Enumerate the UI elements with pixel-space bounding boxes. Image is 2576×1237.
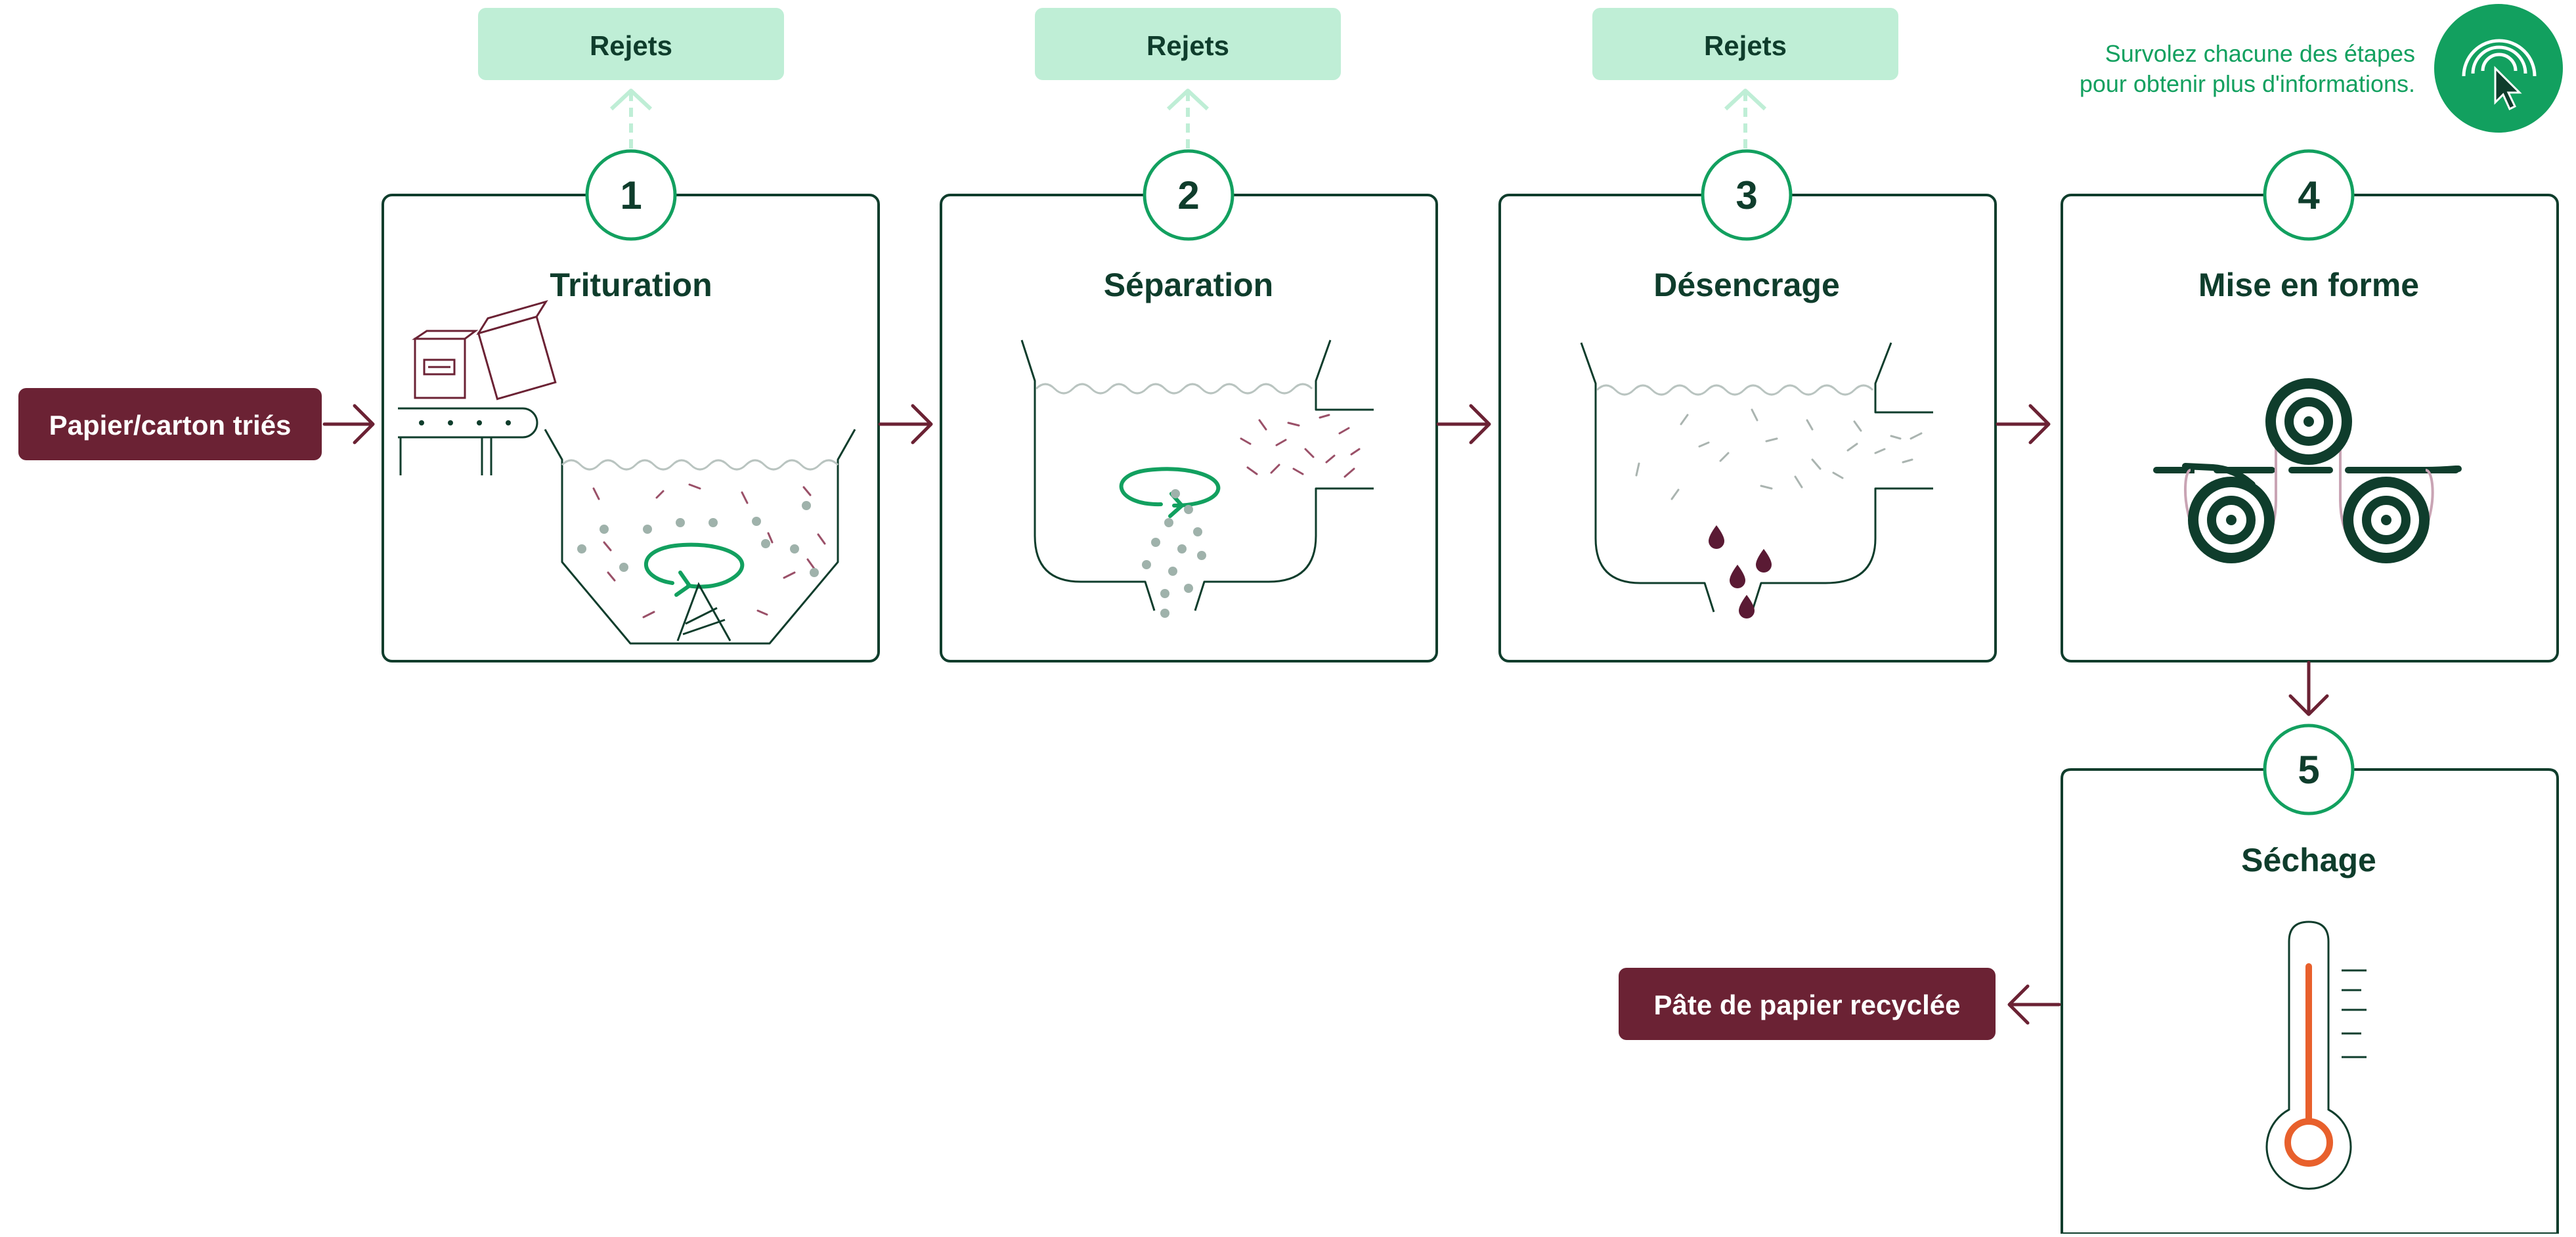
fibers <box>1240 414 1361 478</box>
pulp-dots <box>1142 489 1206 618</box>
arrow-step5-to-output <box>2007 984 2061 1025</box>
arrow-step1-to-step2 <box>878 404 933 445</box>
ink-drops-icon <box>1709 525 1772 618</box>
step-title: Mise en forme <box>2198 267 2419 303</box>
step-title: Séchage <box>2241 842 2376 879</box>
step-title: Trituration <box>550 267 712 303</box>
step-5-sechage[interactable]: 5 Séchage <box>2061 724 2559 1235</box>
arrow-step4-to-step5 <box>2288 661 2329 716</box>
fibers <box>592 483 826 618</box>
pulp-dots <box>577 501 819 577</box>
step-number: 4 <box>2298 173 2320 217</box>
step-4-mise-en-forme[interactable]: 4 Mise en forme <box>2061 149 2559 662</box>
rejets-3[interactable]: Rejets <box>1592 8 1898 164</box>
input-label: Papier/carton triés <box>49 410 292 441</box>
step-number: 1 <box>620 173 642 217</box>
fibers <box>1635 408 1923 500</box>
conveyor-belt-icon <box>398 407 538 475</box>
step-number: 3 <box>1736 173 1757 217</box>
hover-hint: Survolez chacune des étapes pour obtenir… <box>2080 4 2563 133</box>
separator-tank-illustration <box>1020 339 1374 618</box>
step-title: Désencrage <box>1653 267 1840 303</box>
rejets-1[interactable]: Rejets <box>478 8 784 164</box>
rotor-icon <box>676 582 731 641</box>
step-number: 5 <box>2298 748 2319 792</box>
rejets-label: Rejets <box>1704 30 1787 61</box>
step-1-trituration[interactable]: 1 Trituration <box>382 149 880 662</box>
arrow-input-to-step1 <box>322 404 375 445</box>
deinking-tank-illustration <box>1580 342 1933 618</box>
rotation-arrow-icon <box>644 542 745 597</box>
hint-line-2: pour obtenir plus d'informations. <box>2080 70 2415 97</box>
thermometer-illustration <box>2265 921 2367 1190</box>
rejets-label: Rejets <box>590 30 672 61</box>
hint-line-1: Survolez chacune des étapes <box>2105 40 2415 67</box>
paper-box-icon <box>476 299 557 401</box>
rejets-2[interactable]: Rejets <box>1035 8 1341 164</box>
output-label: Pâte de papier recyclée <box>1654 989 1961 1020</box>
step-3-desencrage[interactable]: 3 Désencrage <box>1498 149 1997 662</box>
step-2-separation[interactable]: 2 Séparation <box>940 149 1438 662</box>
output-pate-recyclee: Pâte de papier recyclée <box>1619 968 1996 1040</box>
rejets-label: Rejets <box>1146 30 1229 61</box>
step-title: Séparation <box>1104 267 1273 303</box>
rollers-illustration <box>2153 378 2462 563</box>
arrow-step3-to-step4 <box>1996 404 2051 445</box>
step-number: 2 <box>1177 173 1199 217</box>
pulper-tank-illustration <box>398 299 856 645</box>
arrow-step2-to-step3 <box>1436 404 1491 445</box>
carton-box-icon <box>412 330 479 399</box>
touch-pointer-icon <box>2434 4 2563 133</box>
input-papier-carton: Papier/carton triés <box>18 388 322 460</box>
